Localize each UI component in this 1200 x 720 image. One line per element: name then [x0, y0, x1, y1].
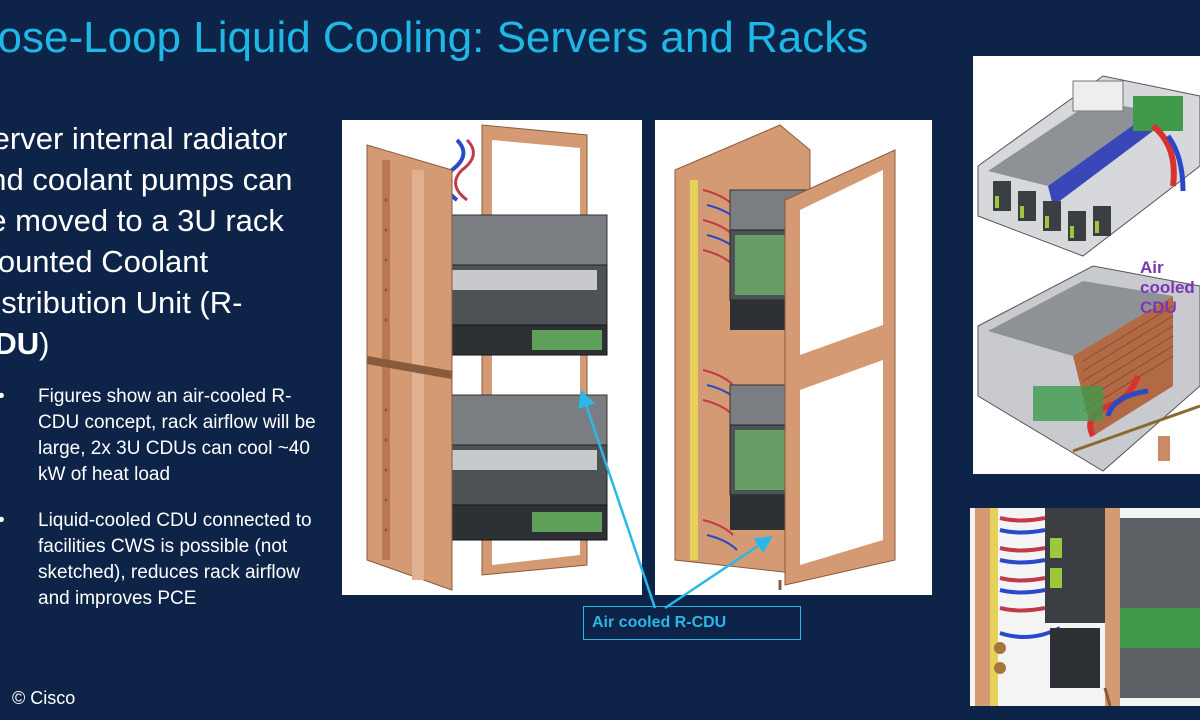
copyright-footer: © Cisco: [12, 688, 76, 708]
main-bullet-line: ): [39, 326, 50, 361]
main-bullet-line: mounted Coolant: [0, 244, 209, 279]
main-bullet-line: Server internal radiator: [0, 121, 288, 156]
sub-bullet-text: Liquid-cooled CDU connected to facilitie…: [38, 510, 312, 609]
air-cooled-cdu-label: Air cooled CDU: [1140, 258, 1200, 318]
manifold-closeup-figure: [970, 508, 1200, 706]
manifold-illustration: [970, 508, 1200, 706]
slide-title: Close-Loop Liquid Cooling: Servers and R…: [0, 13, 869, 62]
bullet-list: Server internal radiator and coolant pum…: [0, 118, 332, 632]
rack-figure-side-view: [655, 120, 932, 595]
main-bullet: Server internal radiator and coolant pum…: [0, 118, 332, 364]
cdu-unit-figure: [973, 56, 1200, 474]
main-bullet-line: be moved to a 3U rack: [0, 203, 284, 238]
cdu-label-line: Air cooled: [1140, 258, 1195, 297]
cdu-label-line: CDU: [1140, 298, 1177, 317]
rack-figure-open-door: [342, 120, 642, 595]
air-cooled-rcdu-callout: Air cooled R-CDU: [583, 606, 801, 640]
rack-illustration: [366, 124, 608, 591]
sub-bullet-item: • Liquid-cooled CDU connected to facilit…: [0, 508, 332, 612]
sub-bullet-list: • Figures show an air-cooled R-CDU conce…: [0, 384, 332, 612]
main-bullet-line: Distribution Unit (R-: [0, 285, 243, 320]
sub-bullet-item: • Figures show an air-cooled R-CDU conce…: [0, 384, 332, 488]
bullet-dot-icon: •: [0, 508, 5, 534]
cdu-illustration: [977, 75, 1200, 472]
main-bullet-bold: CDU: [0, 326, 40, 361]
sub-bullet-text: Figures show an air-cooled R-CDU concept…: [38, 386, 316, 485]
rack-illustration: [674, 124, 896, 590]
bullet-dot-icon: •: [0, 384, 5, 410]
main-bullet-line: and coolant pumps can: [0, 162, 293, 197]
